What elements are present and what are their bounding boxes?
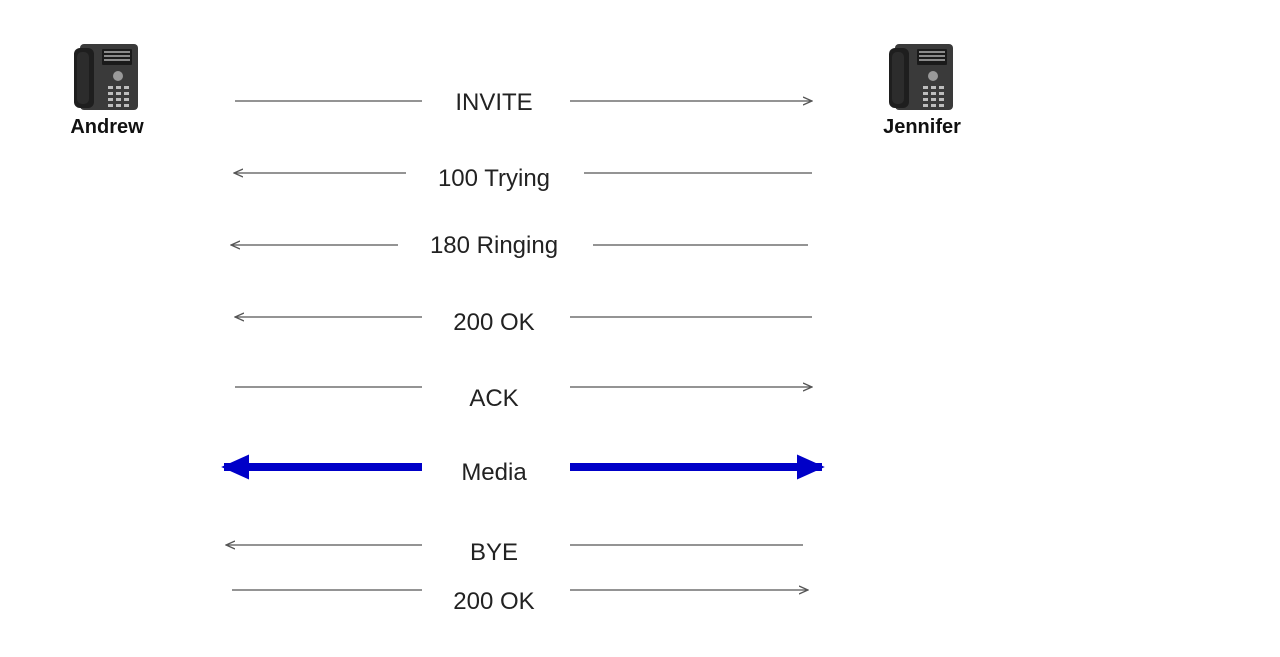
message-label-100-trying: 100 Trying (437, 165, 551, 192)
message-label-ack: ACK (469, 385, 519, 412)
callee-party: Jennifer (862, 40, 982, 139)
message-label-media: Media (461, 459, 527, 486)
desk-phone-icon (889, 44, 953, 110)
desk-phone-icon (74, 44, 138, 110)
message-label-200-ok-final: 200 OK (453, 588, 535, 615)
message-label-180-ringing: 180 Ringing (429, 232, 559, 259)
caller-party: Andrew (47, 40, 167, 139)
message-label-200-ok: 200 OK (453, 309, 535, 336)
arrows-group (221, 101, 825, 590)
message-label-bye: BYE (469, 539, 519, 566)
callee-name: Jennifer (883, 116, 961, 138)
caller-name: Andrew (70, 116, 144, 138)
message-label-invite: INVITE (455, 89, 533, 116)
